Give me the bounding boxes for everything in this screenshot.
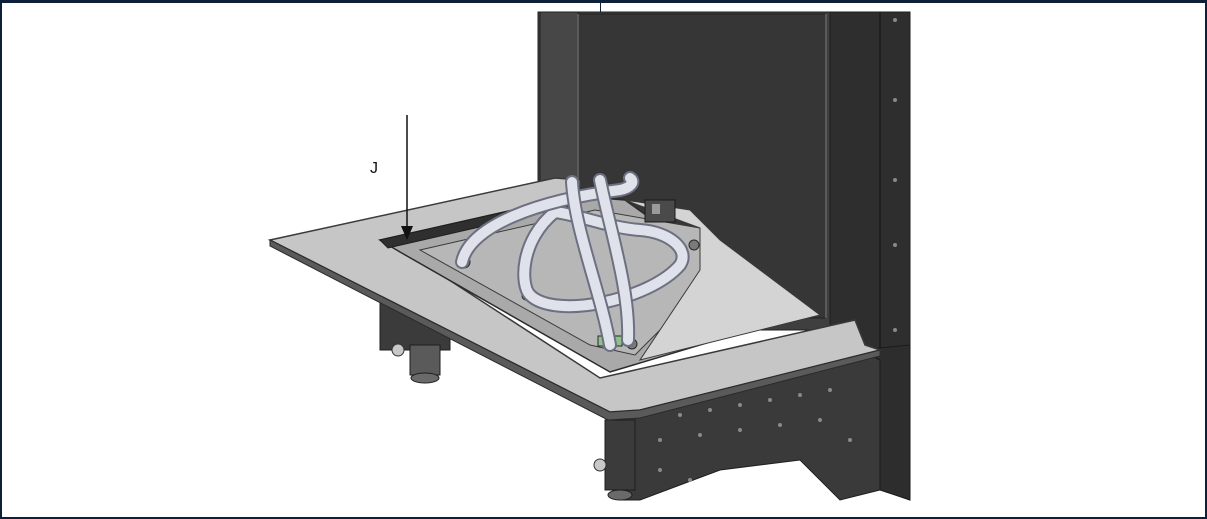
left-knob [391,343,405,357]
tube-vertical-right-highlight [595,175,634,345]
callout-label-j: J [370,160,378,177]
front-knob [593,458,607,472]
front-foot-pad [607,489,633,501]
plate-edge [269,239,881,421]
callout-arrow-j [401,115,413,240]
front-support-block [604,419,636,491]
tube-outer-arc-highlight [457,173,638,267]
tube-loop-triangle-highlight [519,207,688,312]
tube-vertical-left-highlight [567,177,615,350]
left-foot [409,344,441,376]
heating-element-tubes [455,171,690,352]
top-border [0,0,1207,3]
top-divider-tick [600,0,601,14]
connector-terminal [652,204,660,214]
left-foot-pad [410,372,440,384]
base-side-panel [858,344,911,501]
callout-arrow-head [401,226,413,240]
mount-bolt [688,239,700,251]
sloped-cover [624,199,822,361]
